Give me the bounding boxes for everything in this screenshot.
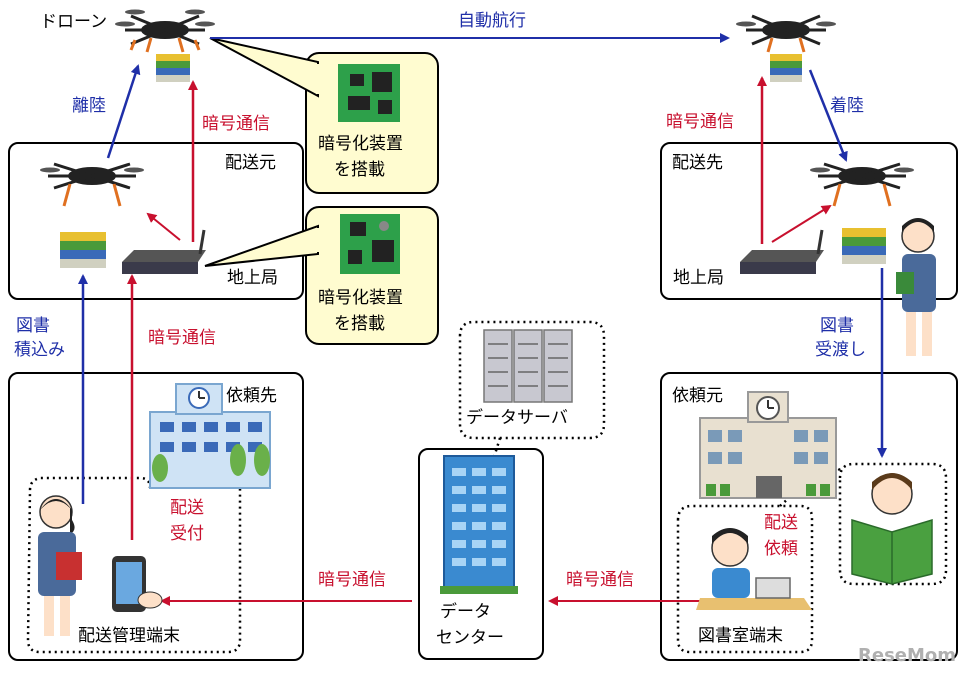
building-icon-recipient xyxy=(149,383,271,489)
ground-to-drone-origin xyxy=(146,212,181,241)
label-data-center-2: センター xyxy=(436,628,504,648)
drone-icon-top-left xyxy=(115,9,215,53)
label-encryption-device-top-2: を搭載 xyxy=(334,160,385,180)
label-book-loading-1: 図書 xyxy=(16,316,50,336)
drone-icon-origin xyxy=(40,162,144,207)
requester-box xyxy=(660,372,958,661)
circuit-board-icon-top xyxy=(338,64,400,122)
label-delivery-accept-1: 配送 xyxy=(170,498,204,518)
label-ground-station-destination: 地上局 xyxy=(673,268,724,288)
label-autonomous-flight: 自動航行 xyxy=(458,11,526,31)
library-dotted-bubble xyxy=(676,504,814,654)
books-icon-origin xyxy=(60,232,106,268)
request-recipient-box xyxy=(8,372,304,661)
label-request-recipient: 依頼先 xyxy=(226,386,277,406)
label-encrypted-comm-origin: 暗号通信 xyxy=(202,114,270,134)
ground-station-icon-origin xyxy=(122,229,206,274)
label-book-handover-1: 図書 xyxy=(820,316,854,336)
librarian-icon-recipient xyxy=(38,495,82,636)
label-book-loading-2: 積込み xyxy=(14,340,65,360)
label-encrypted-comm-center-right: 暗号通信 xyxy=(566,570,634,590)
bubble-tail-top xyxy=(209,37,319,98)
reader-child-icon xyxy=(851,473,933,585)
server-rack-icon xyxy=(483,329,573,403)
takeoff-arrow xyxy=(106,64,141,159)
label-takeoff: 離陸 xyxy=(72,96,106,116)
destination-box xyxy=(660,142,958,300)
drone-icon-destination xyxy=(810,162,914,207)
origin-box xyxy=(8,142,304,300)
label-delivery-accept-2: 受付 xyxy=(170,524,204,544)
label-delivery-request-1: 配送 xyxy=(764,513,798,533)
data-center-box xyxy=(418,448,544,660)
label-library-terminal: 図書室端末 xyxy=(698,626,783,646)
books-icon-destination xyxy=(842,228,886,264)
building-icon-requester xyxy=(699,391,837,499)
label-delivery-request-2: 依頼 xyxy=(764,539,798,559)
label-drone: ドローン xyxy=(40,12,108,32)
label-data-server: データサーバ xyxy=(466,408,568,428)
watermark-logo: ReseMom xyxy=(858,645,957,666)
ground-station-icon-destination xyxy=(740,229,824,274)
label-encrypted-comm-destination: 暗号通信 xyxy=(666,112,734,132)
label-delivery-mgmt-terminal: 配送管理端末 xyxy=(78,626,180,646)
books-icon-drone-right xyxy=(770,54,802,82)
drone-icon-top-right xyxy=(736,14,836,53)
label-encryption-device-bottom-2: を搭載 xyxy=(334,314,385,334)
building-icon-data-center xyxy=(440,455,518,594)
ground-to-drone-destination xyxy=(771,204,832,243)
books-icon-drone-left xyxy=(156,54,190,82)
circuit-board-icon-bottom xyxy=(340,214,400,274)
label-encryption-device-bottom-1: 暗号化装置 xyxy=(318,288,403,308)
landing-arrow xyxy=(808,69,848,162)
student-terminal-icon xyxy=(696,528,812,610)
label-encryption-device-top-1: 暗号化装置 xyxy=(318,134,403,154)
label-destination: 配送先 xyxy=(672,153,723,173)
label-requester: 依頼元 xyxy=(672,386,723,406)
librarian-icon-destination xyxy=(896,218,936,356)
label-origin: 配送元 xyxy=(225,153,276,173)
smartphone-icon xyxy=(112,556,163,612)
label-book-handover-2: 受渡し xyxy=(815,340,866,360)
recipient-dotted-bubble xyxy=(26,476,242,654)
label-ground-station-origin: 地上局 xyxy=(227,268,278,288)
label-encrypted-comm-center-left: 暗号通信 xyxy=(318,570,386,590)
label-data-center-1: データ xyxy=(440,602,491,622)
bubble-tail-bottom xyxy=(204,224,319,267)
label-encrypted-comm-left: 暗号通信 xyxy=(148,328,216,348)
label-landing: 着陸 xyxy=(830,96,864,116)
